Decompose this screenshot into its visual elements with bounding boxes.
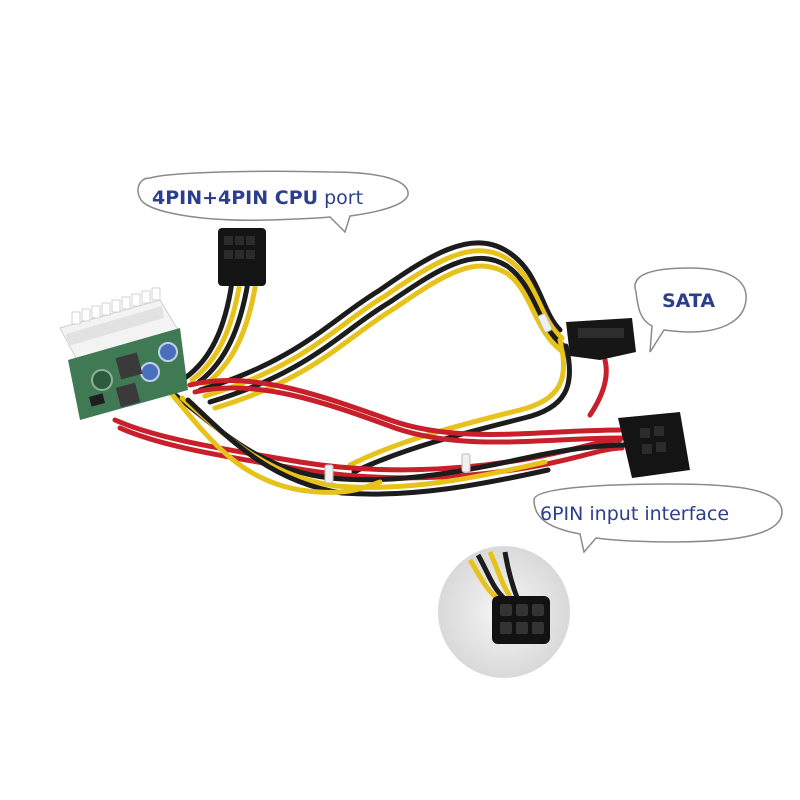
capacitor bbox=[140, 362, 160, 382]
callout-cpu-bold: 4PIN+4PIN CPU bbox=[152, 187, 318, 209]
svg-text:4PIN+4PIN CPU port: 4PIN+4PIN CPU port bbox=[152, 187, 363, 209]
callout-cpu-normal: port bbox=[318, 187, 363, 209]
callout-sata: SATA bbox=[634, 267, 747, 353]
sata-connector bbox=[566, 318, 636, 360]
callout-6pin-label: 6PIN input interface bbox=[540, 503, 729, 525]
inset-connector-photo bbox=[438, 546, 570, 678]
capacitor bbox=[91, 369, 113, 391]
inductor bbox=[115, 382, 141, 408]
cable-tie-middle bbox=[461, 453, 471, 473]
chip bbox=[88, 393, 106, 407]
cpu-cable-bundle bbox=[182, 279, 259, 387]
atx-pins bbox=[71, 287, 161, 325]
pico-psu-board bbox=[59, 287, 188, 420]
cable-tie-upper bbox=[537, 313, 553, 333]
cable-tie-lower bbox=[324, 464, 334, 484]
callout-6pin-input: 6PIN input interface bbox=[533, 483, 783, 554]
pcie-6pin-connector bbox=[618, 412, 690, 478]
capacitor bbox=[158, 342, 178, 362]
sata-cable-loop bbox=[197, 240, 572, 475]
cpu-8pin-connector bbox=[218, 228, 266, 286]
inductor bbox=[115, 352, 143, 380]
wire-bundles bbox=[112, 240, 628, 497]
callout-sata-label: SATA bbox=[662, 290, 715, 312]
lower-cable-bundle bbox=[167, 389, 628, 497]
callout-cpu-port: 4PIN+4PIN CPU port bbox=[137, 170, 409, 234]
